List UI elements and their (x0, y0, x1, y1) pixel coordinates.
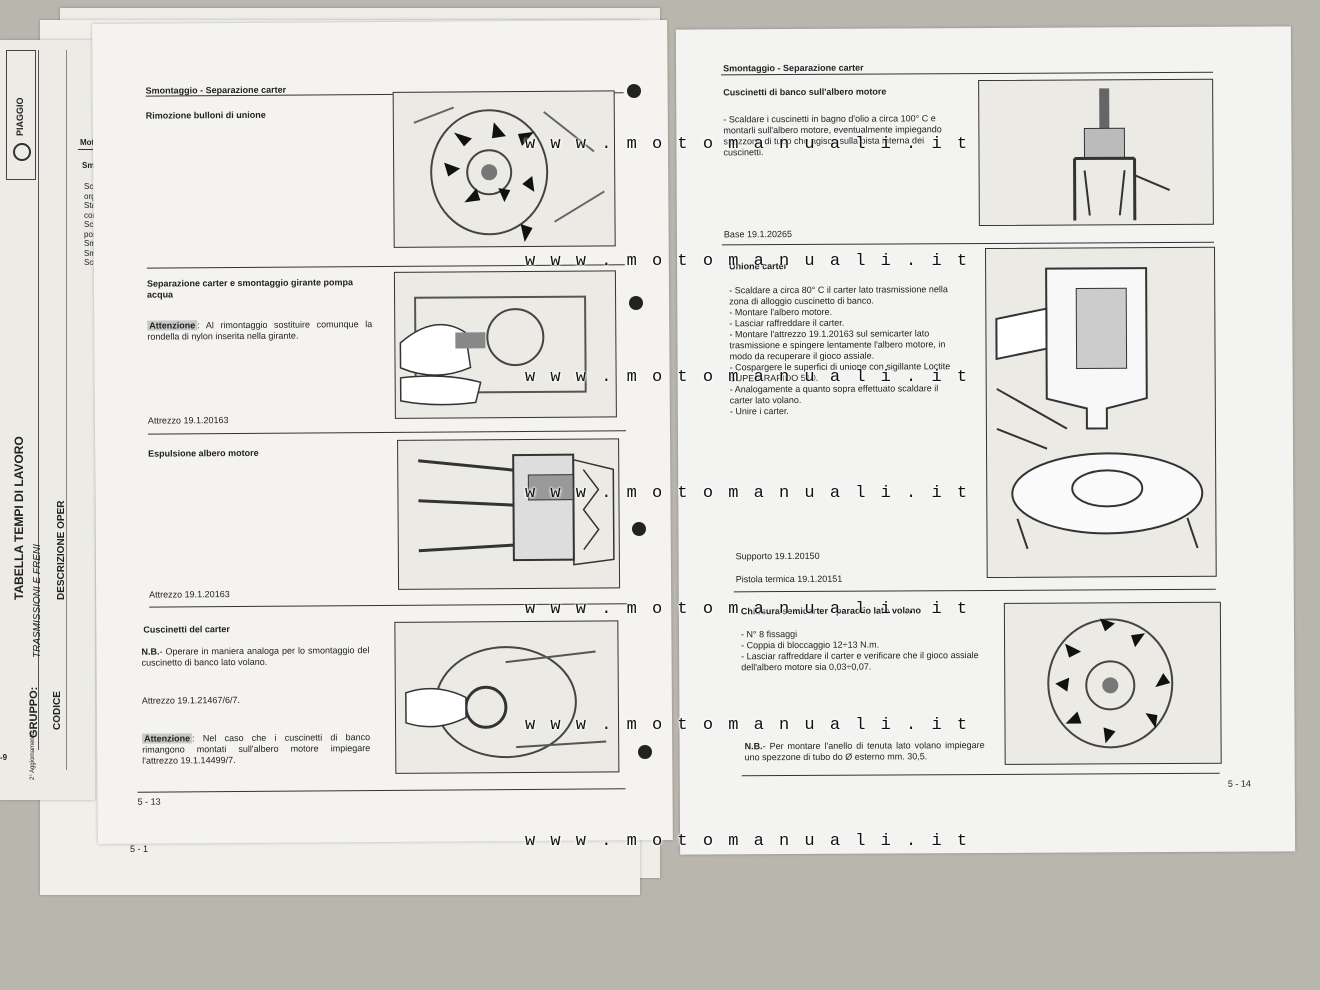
binder-hole (632, 522, 646, 536)
binder-hole (627, 84, 641, 98)
binder-hole (629, 296, 643, 310)
gruppo-label: GRUPPO: (28, 686, 40, 738)
watermark: w w w . m o t o m a n u a l i . i t (525, 600, 970, 619)
bullet-list: - N° 8 fissaggi - Coppia di bloccaggio 1… (740, 628, 979, 673)
section-title: Cuscinetti di banco sull'albero motore (723, 86, 887, 98)
figure-crankcase-bolts (392, 90, 616, 248)
watermark: w w w . m o t o m a n u a l i . i t (525, 832, 970, 851)
page-number: 5 - 14 (1227, 778, 1251, 789)
nb-note: N.B.- Per montare l'anello di tenuta lat… (744, 740, 985, 763)
binder-hole (638, 745, 652, 759)
section-title: Separazione carter e smontaggio girante … (146, 277, 354, 300)
figure-heat-gun-assembly (984, 246, 1217, 578)
tool-reference: Attrezzo 19.1.21467/6/7. (141, 695, 240, 706)
section-title: Rimozione bulloni di unione (145, 109, 266, 121)
table-title: TABELLA TEMPI DI LAVORO (12, 436, 26, 600)
attention-label: Attenzione (142, 733, 193, 744)
nb-note: N.B.- Operare in maniera analoga per lo … (141, 645, 370, 668)
codice-label: CODICE (52, 691, 63, 730)
background-table-sheet: PIAGGIO TABELLA TEMPI DI LAVORO GRUPPO: … (0, 40, 95, 800)
tool-reference: Attrezzo 19.1.20163 (149, 589, 230, 600)
figure-bearing-press (978, 78, 1214, 227)
brand-box: PIAGGIO (6, 50, 36, 180)
watermark: w w w . m o t o m a n u a l i . i t (525, 716, 970, 735)
attention-note: Attenzione: Al rimontaggio sostituire co… (147, 319, 373, 342)
gruppo-value: TRASMISSIONI E FRENI (32, 544, 43, 658)
right-page-header: Smontaggio - Separazione carter (723, 62, 864, 74)
right-page: Smontaggio - Separazione carter Cuscinet… (675, 26, 1296, 855)
left-page: Smontaggio - Separazione carter Rimozion… (92, 20, 673, 844)
section-title: Cuscinetti del carter (143, 624, 230, 635)
watermark: w w w . m o t o m a n u a l i . i t (525, 252, 970, 271)
brand-logo-text: PIAGGIO (15, 97, 25, 136)
tool-reference: Base 19.1.20265 (723, 229, 793, 240)
figure-separating-crankcase (393, 270, 617, 419)
attention-label: Attenzione (147, 320, 198, 331)
watermark: w w w . m o t o m a n u a l i . i t (525, 484, 970, 503)
page-number: 5 - 13 (137, 796, 161, 807)
tool-reference: Pistola termica 19.1.20151 (735, 573, 843, 585)
section-title: Espulsione albero motore (148, 447, 259, 459)
attention-note: Attenzione: Nel caso che i cuscinetti di… (142, 732, 371, 766)
bullet-list: - Scaldare a circa 80° C il carter lato … (729, 284, 951, 417)
figure-crankcase-bearings (394, 620, 620, 774)
figure-crankcase-closing (1003, 601, 1222, 765)
watermark: w w w . m o t o m a n u a l i . i t (525, 368, 970, 387)
tool-reference: Attrezzo 19.1.20163 (147, 415, 229, 426)
watermark: w w w . m o t o m a n u a l i . i t (525, 135, 970, 154)
figure-crankshaft-expulsion (397, 438, 621, 590)
tool-reference: Supporto 19.1.20150 (735, 550, 820, 562)
update-note: 2° Aggiornamento (30, 732, 36, 780)
descrizione-label: DESCRIZIONE OPER (56, 500, 67, 600)
background-page-number: 5 - 1 (130, 844, 149, 854)
edge-page-number: -9 (0, 753, 8, 762)
piaggio-shield-icon (13, 143, 31, 161)
